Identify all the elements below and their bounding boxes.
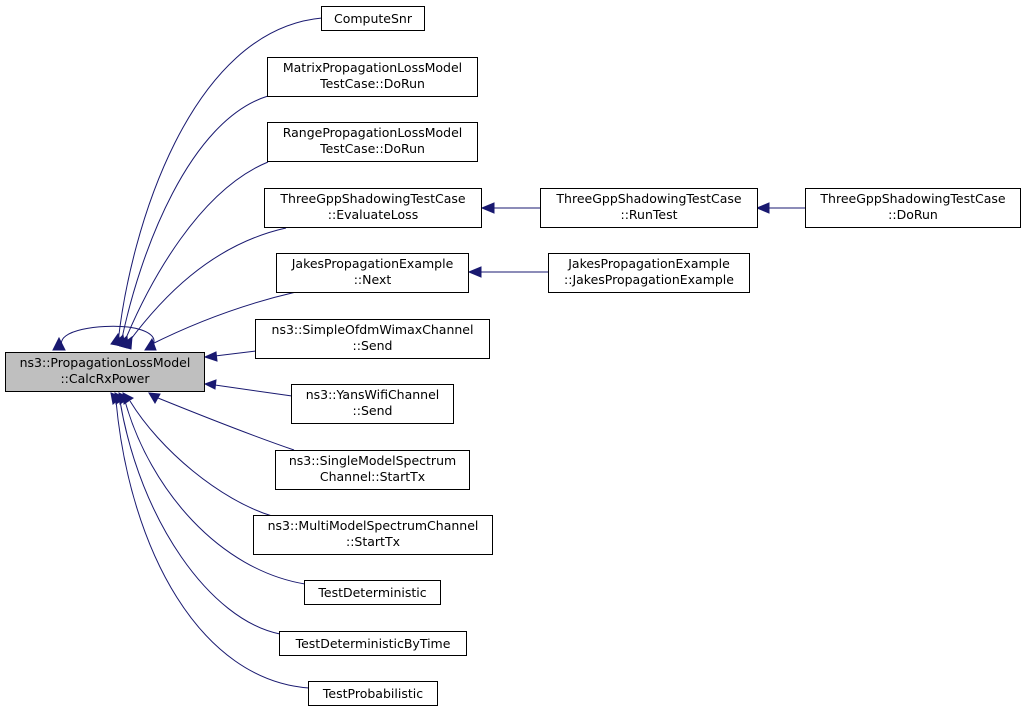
edge-evaluate-loss-arrow — [118, 335, 133, 350]
node-yans-send[interactable]: ns3::YansWifiChannel ::Send — [291, 384, 454, 424]
node-test-probabilistic-label: TestProbabilistic — [322, 686, 423, 701]
node-three-gpp-runtest[interactable]: ThreeGppShadowingTestCase ::RunTest — [540, 188, 758, 228]
edge-test-det-time — [119, 400, 281, 635]
edge-evaluate-loss — [127, 227, 287, 344]
node-matrix-propagation[interactable]: MatrixPropagationLossModel TestCase::DoR… — [267, 57, 478, 97]
edge-wimax-arrow — [203, 351, 218, 362]
edge-self-loop-arrow — [52, 336, 66, 351]
node-wimax-send-line1: ns3::SimpleOfdmWimaxChannel — [272, 322, 474, 337]
node-multi-model-starttx[interactable]: ns3::MultiModelSpectrumChannel ::StartTx — [253, 515, 493, 555]
node-jakes-ctor-line1: JakesPropagationExample — [567, 256, 730, 271]
node-three-gpp-dorun-line1: ThreeGppShadowingTestCase — [819, 191, 1006, 206]
edge-jakes-next — [149, 291, 297, 346]
edge-single-model — [157, 397, 295, 451]
node-multi-model-starttx-line1: ns3::MultiModelSpectrumChannel — [268, 518, 479, 533]
node-jakes-ctor-box — [548, 253, 750, 293]
edge-multi-model — [129, 400, 273, 517]
node-single-model-starttx-box — [275, 450, 470, 490]
node-test-deterministic-by-time[interactable]: TestDeterministicByTime — [279, 631, 467, 656]
edge-single-model-arrow — [148, 392, 161, 404]
edge-jakes-ctor-arrow — [467, 266, 482, 278]
node-jakes-next-line2: ::Next — [354, 272, 392, 287]
node-yans-send-line2: ::Send — [353, 403, 393, 418]
node-test-deterministic-box — [304, 580, 441, 605]
node-three-gpp-runtest-box — [540, 188, 758, 228]
node-single-model-starttx-line1: ns3::SingleModelSpectrum — [289, 453, 456, 468]
node-three-gpp-dorun-box — [805, 188, 1021, 228]
node-three-gpp-dorun[interactable]: ThreeGppShadowingTestCase ::DoRun — [805, 188, 1021, 228]
node-multi-model-starttx-line2: ::StartTx — [346, 534, 400, 549]
node-test-probabilistic-box — [308, 681, 438, 706]
edge-yans — [214, 384, 293, 397]
node-evaluate-loss-line1: ThreeGppShadowingTestCase — [279, 191, 466, 206]
node-matrix-propagation-box — [267, 57, 478, 97]
node-jakes-ctor[interactable]: JakesPropagationExample ::JakesPropagati… — [548, 253, 750, 293]
node-range-propagation-line2: TestCase::DoRun — [319, 141, 425, 156]
node-evaluate-loss-line2: ::EvaluateLoss — [328, 207, 418, 222]
node-evaluate-loss-box — [264, 188, 482, 228]
node-compute-snr-box — [321, 6, 425, 31]
node-range-propagation-box — [267, 122, 478, 162]
node-test-deterministic-by-time-box — [279, 631, 467, 656]
node-three-gpp-runtest-line2: ::RunTest — [620, 207, 677, 222]
edge-jakes-next-arrow — [144, 337, 157, 351]
node-compute-snr-label: ComputeSnr — [334, 11, 413, 26]
node-test-deterministic[interactable]: TestDeterministic — [304, 580, 441, 605]
node-root-box — [5, 352, 205, 392]
node-matrix-propagation-line2: TestCase::DoRun — [319, 76, 425, 91]
edges — [52, 17, 806, 689]
node-range-propagation[interactable]: RangePropagationLossModel TestCase::DoRu… — [267, 122, 478, 162]
node-root[interactable]: ns3::PropagationLossModel ::CalcRxPower — [5, 352, 205, 392]
node-three-gpp-dorun-line2: ::DoRun — [888, 207, 938, 222]
node-yans-send-line1: ns3::YansWifiChannel — [306, 387, 440, 402]
edge-test-det — [124, 400, 306, 585]
node-test-deterministic-label: TestDeterministic — [317, 585, 426, 600]
node-wimax-send-box — [255, 319, 490, 359]
node-evaluate-loss[interactable]: ThreeGppShadowingTestCase ::EvaluateLoss — [264, 188, 482, 228]
edge-three-gpp-dorun-arrow — [755, 202, 770, 214]
edge-test-prob — [115, 400, 310, 689]
edge-compute-snr — [117, 17, 323, 344]
node-test-deterministic-by-time-label: TestDeterministicByTime — [295, 636, 451, 651]
node-wimax-send[interactable]: ns3::SimpleOfdmWimaxChannel ::Send — [255, 319, 490, 359]
node-three-gpp-runtest-line1: ThreeGppShadowingTestCase — [555, 191, 742, 206]
node-root-line2: ::CalcRxPower — [60, 371, 150, 386]
node-jakes-next-box — [276, 253, 469, 293]
node-single-model-starttx-line2: Channel::StartTx — [320, 469, 425, 484]
node-test-probabilistic[interactable]: TestProbabilistic — [308, 681, 438, 706]
edge-yans-arrow — [203, 379, 217, 390]
node-wimax-send-line2: ::Send — [353, 338, 393, 353]
node-range-propagation-line1: RangePropagationLossModel — [283, 125, 463, 140]
node-compute-snr[interactable]: ComputeSnr — [321, 6, 425, 31]
edge-test-prob-arrow — [110, 392, 122, 405]
edge-self-loop — [61, 325, 155, 347]
node-multi-model-starttx-box — [253, 515, 493, 555]
node-jakes-next-line1: JakesPropagationExample — [291, 256, 454, 271]
node-matrix-propagation-line1: MatrixPropagationLossModel — [283, 60, 462, 75]
node-jakes-next[interactable]: JakesPropagationExample ::Next — [276, 253, 469, 293]
edge-wimax — [214, 350, 257, 357]
edge-runtest-arrow — [480, 202, 495, 214]
nodes: ns3::PropagationLossModel ::CalcRxPower … — [5, 6, 1021, 706]
edge-range — [123, 161, 269, 344]
node-root-line1: ns3::PropagationLossModel — [20, 355, 191, 370]
node-single-model-starttx[interactable]: ns3::SingleModelSpectrum Channel::StartT… — [275, 450, 470, 490]
edge-matrix — [120, 95, 269, 344]
node-jakes-ctor-line2: ::JakesPropagationExample — [564, 272, 734, 287]
node-yans-send-box — [291, 384, 454, 424]
